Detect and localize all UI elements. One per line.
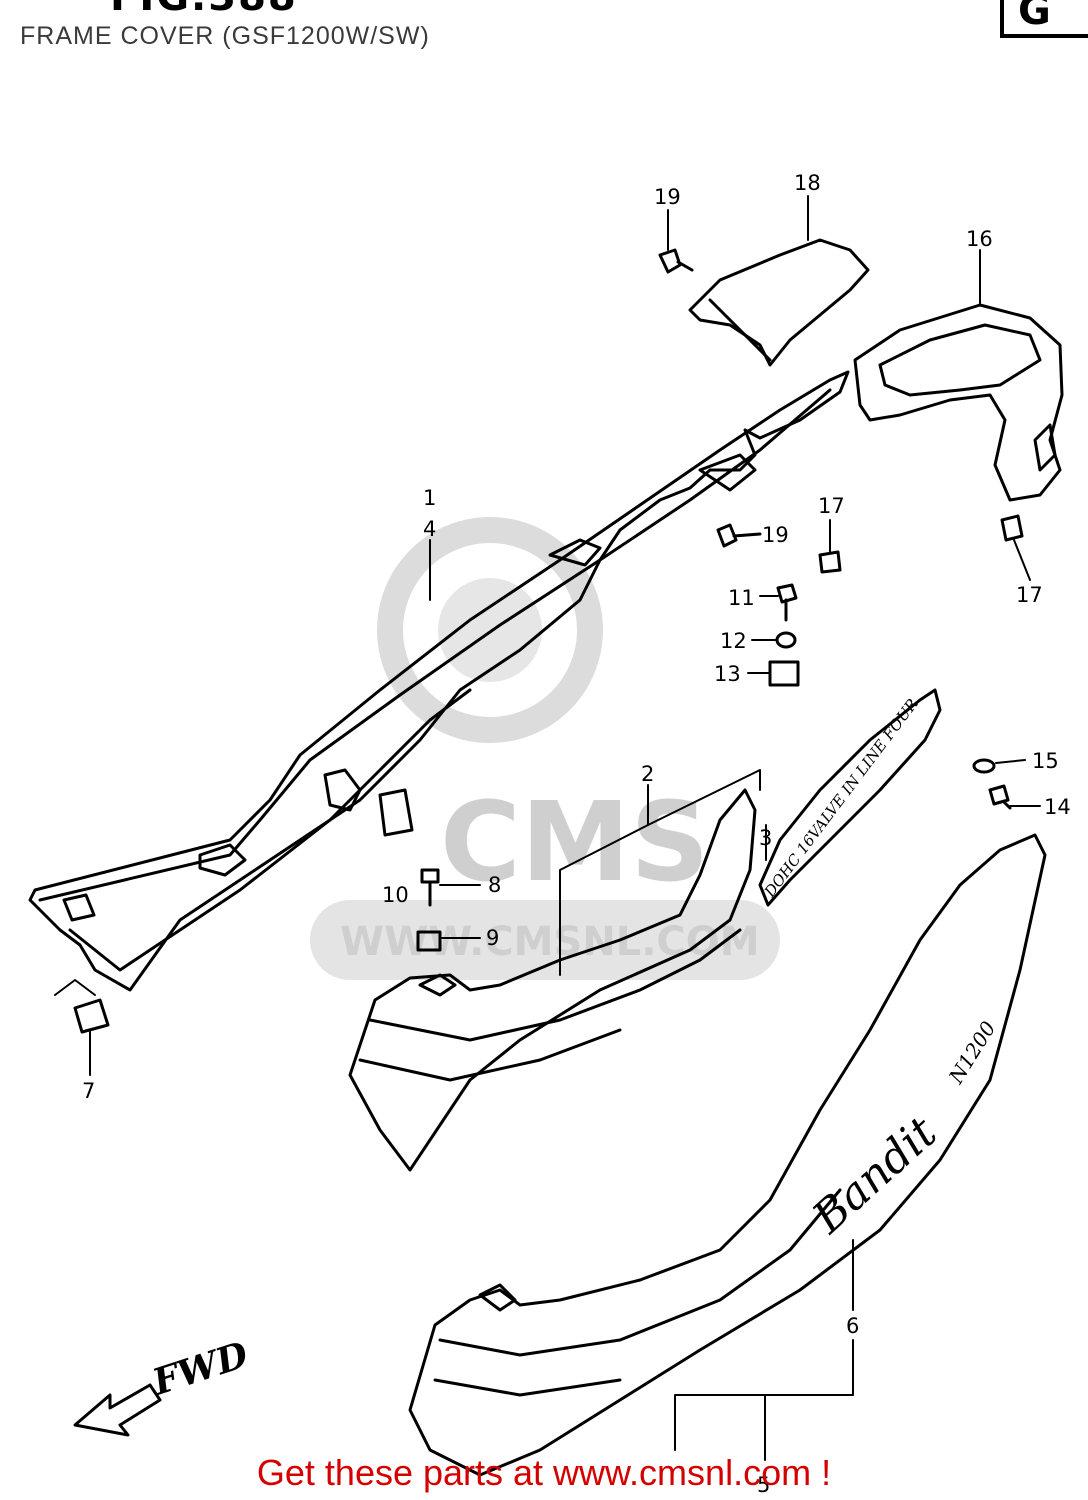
grommet-10 bbox=[378, 788, 414, 837]
cushion-7 bbox=[73, 998, 110, 1034]
rear-cover-outline bbox=[853, 303, 1064, 502]
side-cover-left-line-1 bbox=[368, 928, 742, 1042]
callout-15: 15 bbox=[1032, 749, 1059, 773]
callout-10: 10 bbox=[382, 883, 409, 907]
rail-outer-outline bbox=[28, 370, 850, 992]
fwd-arrow-icon bbox=[73, 1383, 162, 1437]
nut-17-middle bbox=[818, 550, 842, 574]
callout-17-mid: 17 bbox=[818, 494, 845, 518]
callout-9: 9 bbox=[486, 926, 499, 950]
rail-slot bbox=[548, 538, 602, 567]
callout-16: 16 bbox=[966, 227, 993, 251]
rail-inner-line bbox=[38, 388, 832, 902]
side-cover-right-part-5-6 bbox=[408, 833, 1047, 1477]
watermark-url: WWW.CMSNL.COM bbox=[340, 919, 760, 965]
leader-7b bbox=[54, 979, 96, 996]
callout-7: 7 bbox=[82, 1079, 95, 1103]
callout-17-right: 17 bbox=[1016, 583, 1043, 607]
watermark-url-band bbox=[310, 900, 780, 980]
callout-19-upper: 19 bbox=[654, 185, 681, 209]
callout-18: 18 bbox=[794, 171, 821, 195]
washer-15 bbox=[972, 758, 996, 774]
watermark: CMS WWW.CMSNL.COM bbox=[310, 517, 780, 980]
decal-strip-outline bbox=[758, 688, 942, 907]
side-cover-right-line-1 bbox=[438, 1188, 842, 1357]
decal-strip-part-3 bbox=[758, 688, 942, 907]
callout-2: 2 bbox=[641, 762, 654, 786]
figure-title: FIG.388 bbox=[110, 0, 298, 20]
grommet-13 bbox=[768, 660, 800, 687]
bolt-19-middle bbox=[716, 523, 762, 548]
cushion-rail-front bbox=[62, 893, 96, 922]
washer-12 bbox=[775, 631, 797, 649]
leader-17-right bbox=[1013, 539, 1031, 581]
rear-cover-slot bbox=[1033, 423, 1057, 472]
side-cover-left-outline bbox=[348, 788, 757, 1172]
rail-lower-line bbox=[68, 688, 472, 972]
screw-11 bbox=[776, 583, 798, 622]
section-tag-label: G bbox=[1018, 0, 1051, 34]
side-cover-right-line-2 bbox=[433, 1378, 622, 1397]
footer-cta[interactable]: Get these parts at www.cmsnl.com ! bbox=[256, 1452, 832, 1493]
side-cover-right-slot bbox=[478, 1283, 517, 1312]
watermark-brand: CMS bbox=[440, 778, 709, 906]
watermark-emblem-ring bbox=[377, 517, 603, 743]
rail-hole bbox=[198, 843, 247, 877]
side-cover-left-line-2 bbox=[358, 1028, 622, 1082]
callout-8: 8 bbox=[488, 873, 501, 897]
rear-cover-part-16 bbox=[853, 303, 1064, 502]
grommet-9 bbox=[416, 930, 442, 952]
screw-8 bbox=[420, 868, 440, 907]
rail-tab bbox=[698, 453, 757, 492]
callout-1: 1 bbox=[423, 486, 436, 510]
tail-cover-part-18 bbox=[688, 238, 870, 367]
hardware-parts bbox=[62, 248, 1024, 1034]
rear-cover-window bbox=[878, 323, 1042, 397]
callout-5: 5 bbox=[757, 1473, 770, 1497]
callout-3: 3 bbox=[759, 826, 772, 850]
page-subtitle: FRAME COVER (GSF1200W/SW) bbox=[20, 22, 430, 50]
leader-lines bbox=[54, 195, 1041, 1461]
side-cover-left-slot bbox=[418, 973, 457, 997]
rail-clip bbox=[323, 768, 362, 812]
nut-17-right bbox=[1000, 514, 1024, 542]
callout-13: 13 bbox=[714, 662, 741, 686]
tail-cover-outline bbox=[688, 238, 870, 367]
callout-11: 11 bbox=[728, 586, 755, 610]
callout-4: 4 bbox=[423, 517, 436, 541]
watermark-emblem-center bbox=[438, 578, 542, 682]
leader-15 bbox=[995, 759, 1026, 764]
decal-text-dohc: DOHC 16VALVE IN LINE FOUR bbox=[760, 695, 921, 901]
bolt-19-upper bbox=[658, 248, 694, 274]
callout-6: 6 bbox=[846, 1314, 859, 1338]
fwd-label: FWD bbox=[147, 1334, 253, 1404]
section-tag: G bbox=[1000, 0, 1088, 38]
side-cover-left-part-2 bbox=[348, 788, 757, 1172]
callout-12: 12 bbox=[720, 629, 747, 653]
leader-2-b bbox=[559, 769, 761, 976]
bolt-14 bbox=[988, 784, 1012, 810]
frame-cover-rail-part-1-4 bbox=[28, 370, 850, 992]
leader-5 bbox=[674, 1339, 854, 1461]
side-cover-right-outline bbox=[408, 833, 1047, 1477]
callout-14: 14 bbox=[1044, 795, 1071, 819]
tail-cover-edge bbox=[708, 298, 772, 362]
callout-19-middle: 19 bbox=[762, 523, 789, 547]
